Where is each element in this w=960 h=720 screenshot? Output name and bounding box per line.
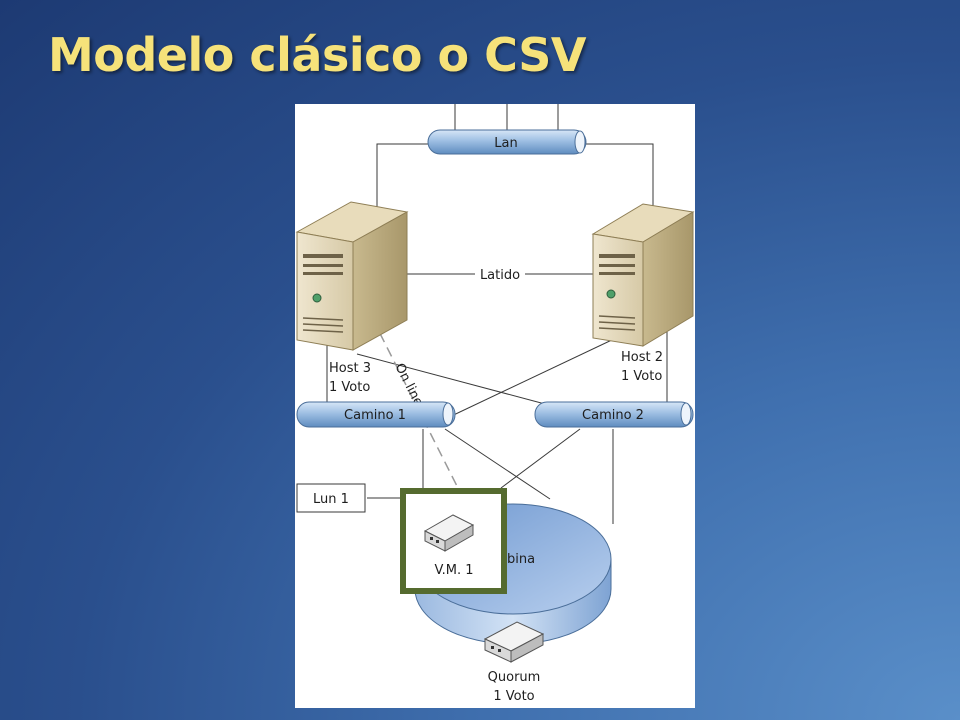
server-host-2 (591, 203, 695, 347)
lan-pipe: Lan (427, 129, 587, 155)
vm-device-icon (423, 514, 475, 552)
host-3-name: Host 3 (329, 361, 371, 376)
quorum-vote: 1 Voto (493, 689, 534, 704)
heartbeat-label-bg (475, 265, 525, 283)
path-1-pipe: Camino 1 (296, 401, 456, 428)
cluster-diagram: On line Lan Latido (295, 104, 695, 708)
vm-label: V.M. 1 (434, 563, 473, 578)
heartbeat-label: Latido (480, 268, 520, 283)
host-2-name: Host 2 (621, 350, 663, 365)
host-3-vote: 1 Voto (329, 380, 370, 395)
host-2-vote: 1 Voto (621, 369, 662, 384)
slide-title: Modelo clásico o CSV (48, 28, 586, 82)
cabinet-label: bina (507, 552, 535, 567)
quorum-name: Quorum (488, 670, 541, 685)
lun-label: Lun 1 (313, 492, 349, 507)
quorum-device-icon (483, 621, 545, 663)
server-host-3 (295, 201, 409, 351)
path-2-pipe: Camino 2 (534, 401, 694, 428)
vm-box: V.M. 1 (400, 488, 507, 594)
path-2-label: Camino 2 (582, 408, 644, 423)
path-1-label: Camino 1 (344, 408, 406, 423)
lun-box: Lun 1 (296, 483, 366, 513)
lan-label: Lan (494, 136, 517, 151)
